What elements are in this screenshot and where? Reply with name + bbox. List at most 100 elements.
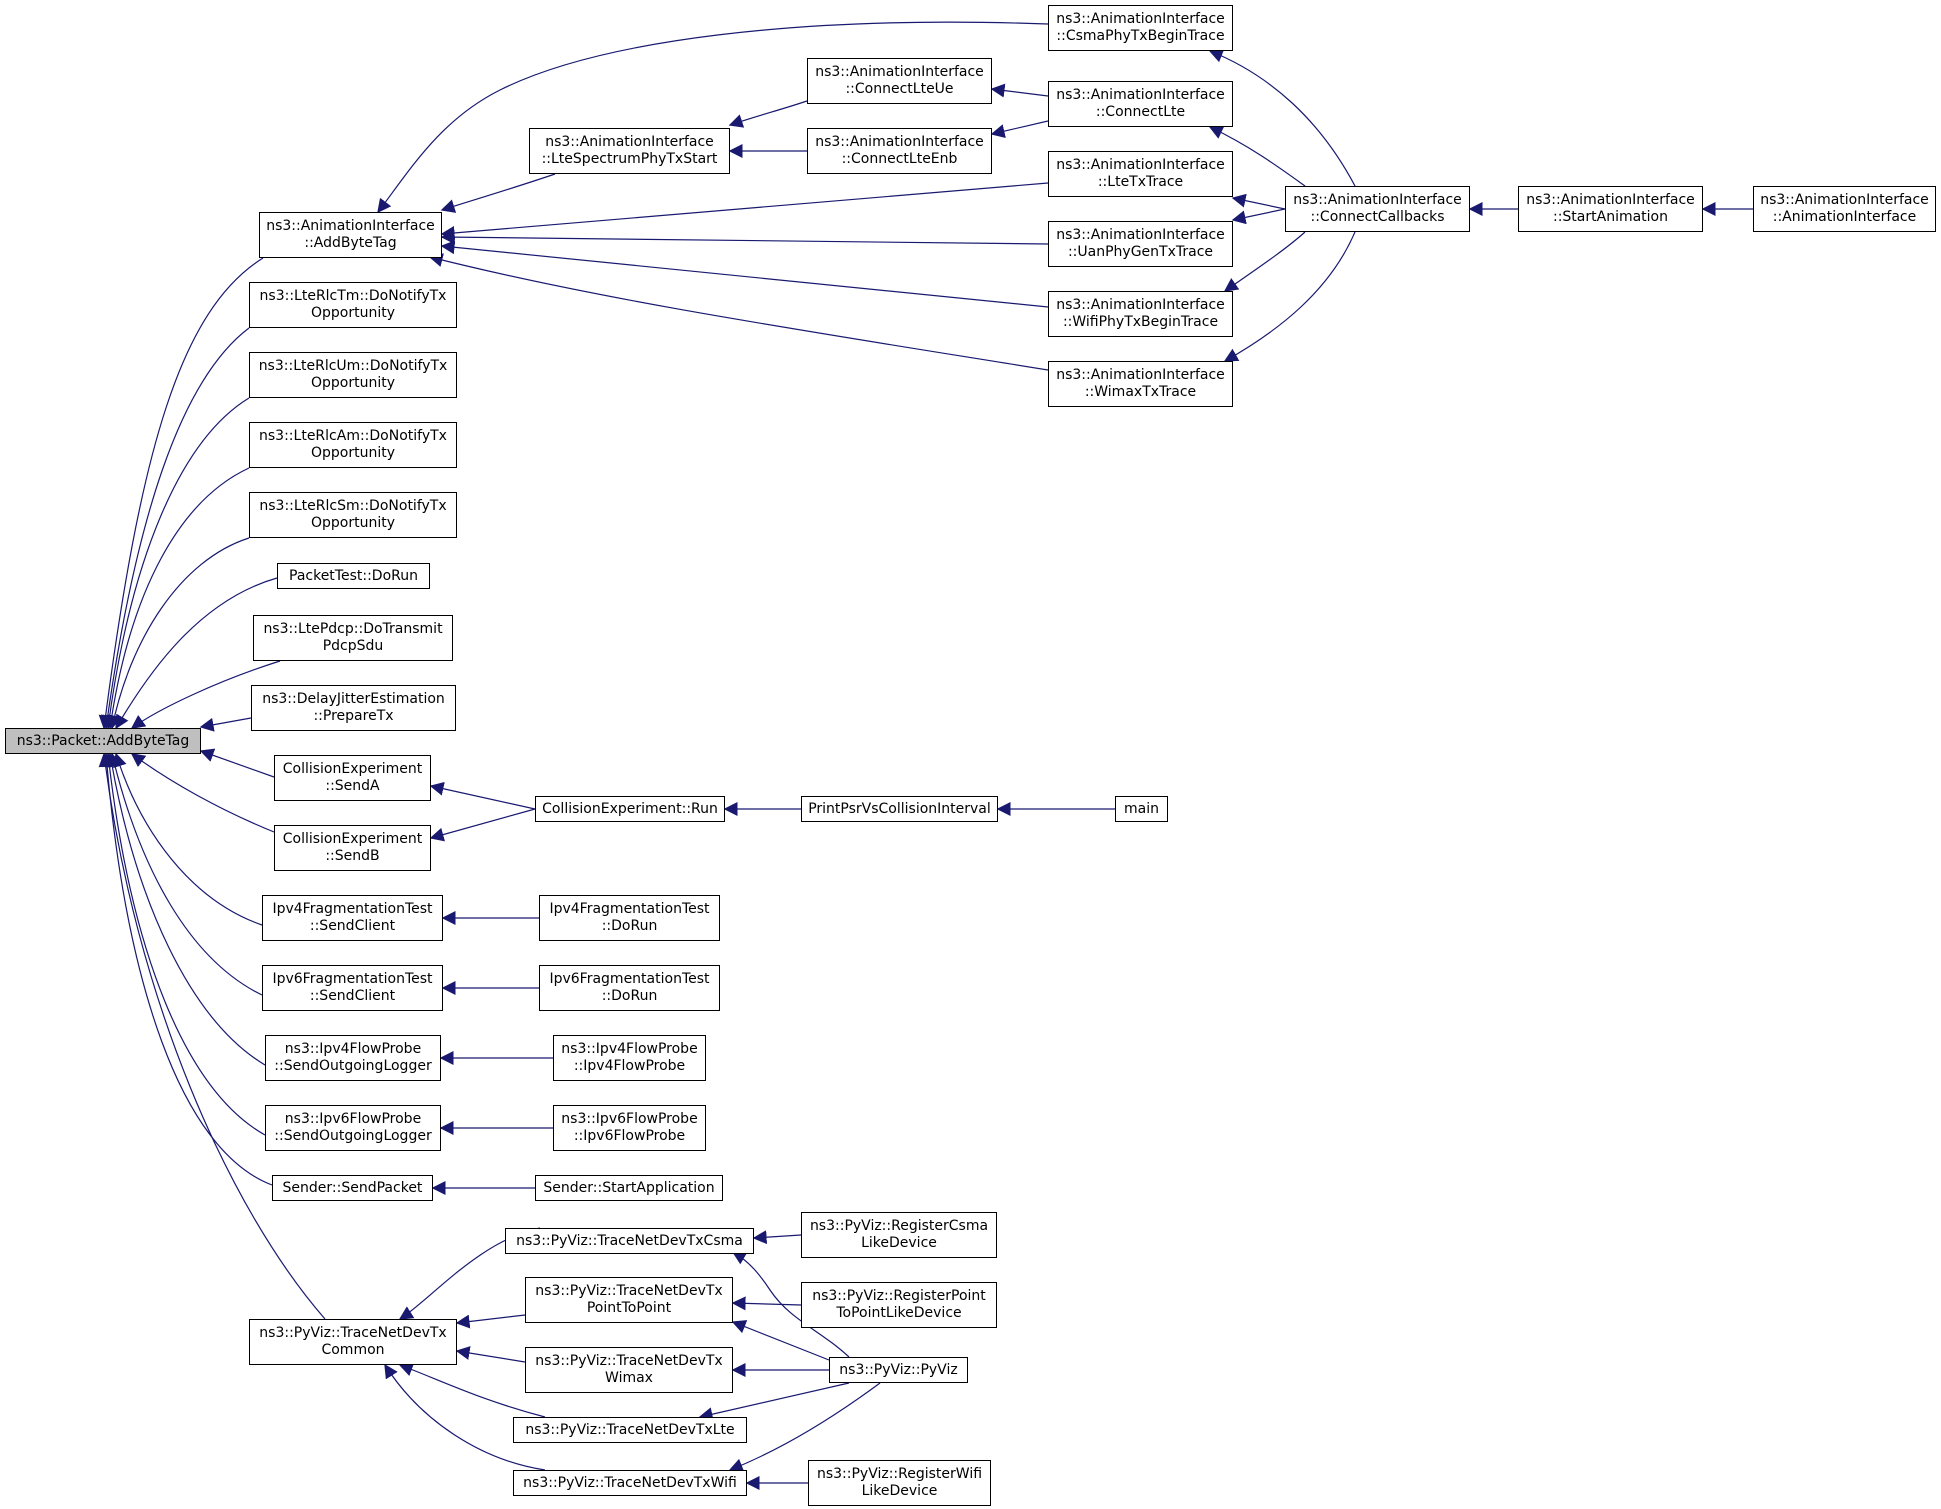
node-animationinterface-addbytetag[interactable]: ns3::AnimationInterface::AddByteTag bbox=[259, 212, 442, 258]
node-label: ns3::PyViz::PyViz bbox=[839, 1361, 958, 1378]
node-label: Opportunity bbox=[310, 375, 395, 391]
node-animationinterface-uanphygentxtrace[interactable]: ns3::AnimationInterface::UanPhyGenTxTrac… bbox=[1048, 221, 1233, 267]
node-label: ns3::AnimationInterface bbox=[266, 218, 435, 234]
node-label: Opportunity bbox=[310, 305, 395, 321]
node-label: LikeDevice bbox=[861, 1235, 937, 1251]
node-label: ::StartAnimation bbox=[1552, 209, 1668, 225]
node-label: PdcpSdu bbox=[322, 638, 384, 654]
edge-ipv6frag-to-root bbox=[108, 752, 263, 996]
node-label: ::LteSpectrumPhyTxStart bbox=[541, 151, 718, 167]
node-label: ns3::AnimationInterface bbox=[1056, 157, 1225, 173]
node-animationinterface-connectlte[interactable]: ns3::AnimationInterface::ConnectLte bbox=[1048, 81, 1233, 127]
edge-delayjitter-to-root bbox=[199, 717, 252, 732]
node-label: ::DoRun bbox=[601, 918, 658, 934]
node-main[interactable]: main bbox=[1115, 796, 1168, 822]
node-label: ns3::AnimationInterface bbox=[1056, 227, 1225, 243]
node-label: ns3::PyViz::RegisterCsma bbox=[809, 1218, 989, 1234]
node-animationinterface-startanimation[interactable]: ns3::AnimationInterface::StartAnimation bbox=[1518, 186, 1703, 232]
node-label: ns3::AnimationInterface bbox=[1760, 192, 1929, 208]
node-label: ns3::Ipv4FlowProbe bbox=[284, 1041, 422, 1057]
node-animationinterface-connectlteue[interactable]: ns3::AnimationInterface::ConnectLteUe bbox=[807, 58, 992, 104]
node-label: ns3::PyViz::TraceNetDevTx bbox=[535, 1283, 723, 1299]
node-pyviz-tracenetdevtxwifi[interactable]: ns3::PyViz::TraceNetDevTxWifi bbox=[513, 1470, 747, 1496]
node-ipv6fragmentationtest-dorun[interactable]: Ipv6FragmentationTest::DoRun bbox=[539, 965, 720, 1011]
node-ipv4flowprobe-ipv4flowprobe[interactable]: ns3::Ipv4FlowProbe::Ipv4FlowProbe bbox=[553, 1035, 706, 1081]
node-label: ::DoRun bbox=[601, 988, 658, 1004]
edge-connectcallbacks-to-uanphy bbox=[1231, 208, 1286, 225]
node-ipv4fragmentationtest-sendclient[interactable]: Ipv4FragmentationTest::SendClient bbox=[262, 895, 443, 941]
edge-connectcallbacks-to-csmaphy bbox=[1208, 49, 1356, 187]
node-packettest-dorun[interactable]: PacketTest::DoRun bbox=[277, 563, 430, 589]
node-animationinterface-ltespectrumphytxstart[interactable]: ns3::AnimationInterface::LteSpectrumPhyT… bbox=[529, 128, 730, 174]
edge-ltepdcp-to-root bbox=[130, 660, 281, 729]
node-delayjitterestimation-preparetx[interactable]: ns3::DelayJitterEstimation::PrepareTx bbox=[251, 685, 456, 731]
node-label: ::ConnectLte bbox=[1095, 104, 1186, 120]
node-ipv6fragmentationtest-sendclient[interactable]: Ipv6FragmentationTest::SendClient bbox=[262, 965, 443, 1011]
edge-pyviz-to-tracelte bbox=[698, 1382, 850, 1422]
edge-sendpacket-to-root bbox=[100, 752, 273, 1186]
node-ipv6flowprobe-ipv6flowprobe[interactable]: ns3::Ipv6FlowProbe::Ipv6FlowProbe bbox=[553, 1105, 706, 1151]
node-pyviz-pyviz[interactable]: ns3::PyViz::PyViz bbox=[829, 1357, 968, 1383]
node-collisionexperiment-senda[interactable]: CollisionExperiment::SendA bbox=[274, 755, 431, 801]
node-label: CollisionExperiment bbox=[282, 831, 423, 847]
edge-pyviz-to-tracewifi bbox=[728, 1382, 881, 1472]
node-ipv4flowprobe-sendoutgoinglogger[interactable]: ns3::Ipv4FlowProbe::SendOutgoingLogger bbox=[265, 1035, 441, 1081]
node-label: ::WifiPhyTxBeginTrace bbox=[1062, 314, 1219, 330]
node-label: ns3::PyViz::TraceNetDevTx bbox=[535, 1353, 723, 1369]
node-animationinterface-animationinterface[interactable]: ns3::AnimationInterface::AnimationInterf… bbox=[1753, 186, 1936, 232]
node-label: Opportunity bbox=[310, 445, 395, 461]
node-label: ns3::AnimationInterface bbox=[1056, 367, 1225, 383]
edge-tracecommon-to-root bbox=[98, 752, 326, 1320]
edge-tracewimax-to-tracecommon bbox=[455, 1346, 526, 1363]
node-animationinterface-wimaxtxtrace[interactable]: ns3::AnimationInterface::WimaxTxTrace bbox=[1048, 361, 1233, 407]
node-label: ns3::AnimationInterface bbox=[1526, 192, 1695, 208]
node-sender-sendpacket[interactable]: Sender::SendPacket bbox=[272, 1175, 433, 1201]
node-label: ::Ipv4FlowProbe bbox=[573, 1058, 686, 1074]
edge-connectlteue-to-ltespectrum bbox=[728, 100, 808, 128]
node-label: ns3::AnimationInterface bbox=[1056, 11, 1225, 27]
node-label: ::SendOutgoingLogger bbox=[274, 1058, 432, 1074]
node-pyviz-tracenetdevtxlte[interactable]: ns3::PyViz::TraceNetDevTxLte bbox=[513, 1417, 747, 1443]
edge-ai_addbytetag-to-root bbox=[98, 257, 264, 730]
node-label: ns3::PyViz::RegisterPoint bbox=[812, 1288, 986, 1304]
edge-pyviz-to-tracecsma bbox=[731, 1251, 850, 1358]
node-label: Ipv6FragmentationTest bbox=[549, 971, 710, 987]
node-packet-addbytetag[interactable]: ns3::Packet::AddByteTag bbox=[5, 728, 201, 754]
node-label: CollisionExperiment bbox=[282, 761, 423, 777]
node-sender-startapplication[interactable]: Sender::StartApplication bbox=[535, 1175, 723, 1201]
node-animationinterface-csmaphytxbegintrace[interactable]: ns3::AnimationInterface::CsmaPhyTxBeginT… bbox=[1048, 5, 1233, 51]
node-label: ns3::PyViz::TraceNetDevTxLte bbox=[525, 1421, 735, 1438]
node-ipv4fragmentationtest-dorun[interactable]: Ipv4FragmentationTest::DoRun bbox=[539, 895, 720, 941]
node-printpsrvscollisioninterval[interactable]: PrintPsrVsCollisionInterval bbox=[801, 796, 998, 822]
edge-uanphy-to-ai_addbytetag bbox=[440, 230, 1049, 245]
edge-connectcallbacks-to-wimaxtx bbox=[1223, 231, 1356, 362]
node-animationinterface-connectcallbacks[interactable]: ns3::AnimationInterface::ConnectCallback… bbox=[1285, 186, 1470, 232]
edge-lterlcam-to-root bbox=[104, 467, 250, 730]
node-animationinterface-wifiphytxbegintrace[interactable]: ns3::AnimationInterface::WifiPhyTxBeginT… bbox=[1048, 291, 1233, 337]
edge-tracep2p-to-tracecommon bbox=[455, 1314, 526, 1329]
node-ipv6flowprobe-sendoutgoinglogger[interactable]: ns3::Ipv6FlowProbe::SendOutgoingLogger bbox=[265, 1105, 441, 1151]
node-pyviz-tracenetdevtxcsma[interactable]: ns3::PyViz::TraceNetDevTxCsma bbox=[505, 1228, 754, 1254]
node-collisionexperiment-run[interactable]: CollisionExperiment::Run bbox=[535, 796, 725, 822]
node-label: ::AnimationInterface bbox=[1772, 209, 1917, 225]
node-animationinterface-ltetxtrace[interactable]: ns3::AnimationInterface::LteTxTrace bbox=[1048, 151, 1233, 197]
edge-lterlcum-to-root bbox=[102, 397, 250, 730]
node-label: ::ConnectCallbacks bbox=[1310, 209, 1445, 225]
node-label: ns3::AnimationInterface bbox=[815, 64, 984, 80]
edge-collisionrun-to-sendB bbox=[429, 808, 536, 842]
node-animationinterface-connectlteenb[interactable]: ns3::AnimationInterface::ConnectLteEnb bbox=[807, 128, 992, 174]
node-label: ns3::LteRlcUm::DoNotifyTx bbox=[258, 358, 448, 374]
node-collisionexperiment-sendb[interactable]: CollisionExperiment::SendB bbox=[274, 825, 431, 871]
